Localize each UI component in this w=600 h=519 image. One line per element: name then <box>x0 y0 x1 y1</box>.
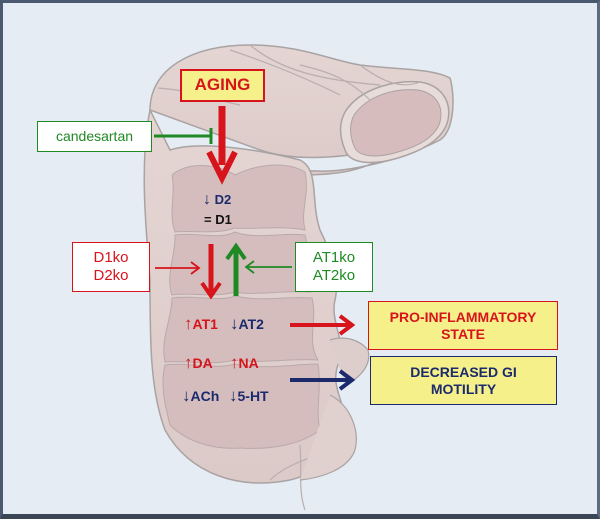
colon-haustra <box>157 44 421 511</box>
up-arrow-icon: ↑ <box>184 314 193 333</box>
motility-arrow <box>290 369 356 391</box>
outcome-line: PRO-INFLAMMATORY <box>389 308 537 325</box>
aging-arrow <box>206 106 238 185</box>
da-marker: ↑DA <box>184 353 213 373</box>
dopamine-knockout-box: D1ko D2ko <box>72 242 150 292</box>
at2ko-label: AT2ko <box>312 267 356 284</box>
outcome-line: MOTILITY <box>430 380 497 397</box>
na-marker: ↑NA <box>230 353 259 373</box>
colon-loop <box>329 337 370 386</box>
candesartan-box: candesartan <box>37 121 152 152</box>
green-up-arrow <box>225 242 247 296</box>
outcome-line: STATE <box>441 325 485 342</box>
serotonin-label: 5-HT <box>237 388 269 404</box>
colon-lumen <box>162 164 321 449</box>
outcome-line: DECREASED GI <box>410 363 517 380</box>
colon-sigmoid <box>299 394 357 481</box>
dko-pointer-arrow <box>155 261 201 275</box>
da-label: DA <box>192 355 213 371</box>
down-arrow-icon: ↓ <box>230 314 239 333</box>
inflammation-arrow <box>290 314 356 336</box>
d2-label: D2 <box>214 192 232 207</box>
d1ko-label: D1ko <box>93 249 129 266</box>
at2-label: AT2 <box>238 316 264 332</box>
at2-marker: ↓AT2 <box>230 314 264 334</box>
up-arrow-icon: ↑ <box>184 353 193 372</box>
up-arrow-icon: ↑ <box>230 353 239 372</box>
pro-inflammatory-box: PRO-INFLAMMATORY STATE <box>368 301 558 350</box>
ach-marker: ↓ACh <box>182 386 219 406</box>
ach-label: ACh <box>190 388 220 404</box>
decreased-motility-box: DECREASED GI MOTILITY <box>370 356 557 405</box>
atko-pointer-arrow <box>244 260 292 274</box>
colon-opening <box>339 80 450 164</box>
at1-marker: ↑AT1 <box>184 314 218 334</box>
d2ko-label: D2ko <box>93 267 129 284</box>
down-arrow-icon: ↓ <box>182 386 191 405</box>
candesartan-inhibition-line <box>154 128 213 144</box>
aging-label: AGING <box>194 75 251 95</box>
angiotensin-knockout-box: AT1ko AT2ko <box>295 242 373 292</box>
aging-box: AGING <box>180 69 265 102</box>
down-arrow-icon: ↓ <box>203 191 211 208</box>
at1-label: AT1 <box>192 316 218 332</box>
d2-change: ↓ D2 <box>203 191 231 209</box>
serotonin-marker: ↓5-HT <box>229 386 269 406</box>
candesartan-label: candesartan <box>55 128 134 145</box>
d1-label: = D1 <box>204 212 232 227</box>
at1ko-label: AT1ko <box>312 249 356 266</box>
red-down-arrow <box>200 244 222 300</box>
na-label: NA <box>238 355 259 371</box>
down-arrow-icon: ↓ <box>229 386 238 405</box>
